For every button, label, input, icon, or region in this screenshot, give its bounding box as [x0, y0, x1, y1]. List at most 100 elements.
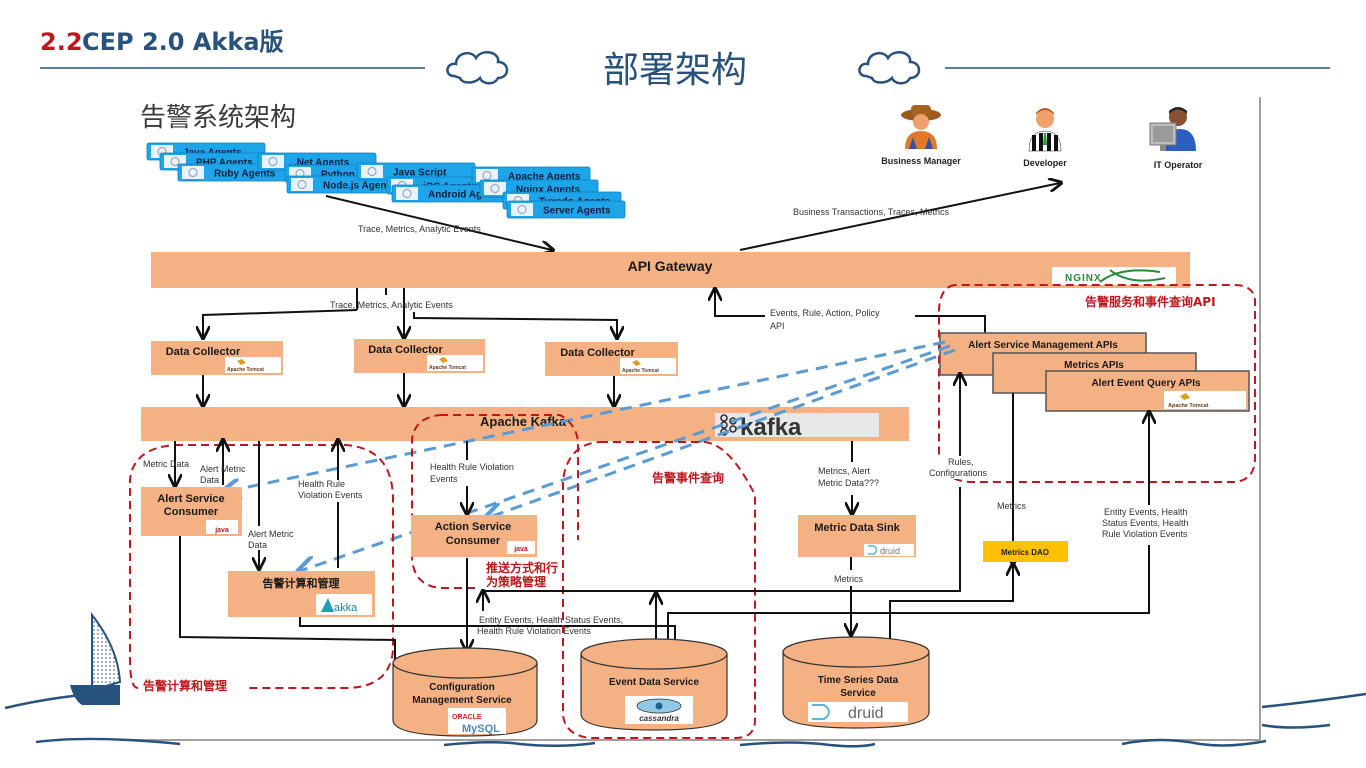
svg-text:Apache Tomcat: Apache Tomcat: [227, 367, 264, 373]
metric-data-sink[interactable]: Metric Data Sink druid: [798, 515, 916, 557]
gear-icon: [182, 166, 204, 179]
gear-icon: [361, 165, 383, 178]
svg-text:Violation Events: Violation Events: [298, 490, 363, 500]
druid-logo: druid: [808, 702, 908, 722]
metrics-dao[interactable]: Metrics DAO: [983, 541, 1068, 562]
edge-label: Trace, Metrics, Analytic Events: [358, 224, 481, 234]
svg-text:Events, Rule, Action, Policy: Events, Rule, Action, Policy: [770, 308, 880, 318]
svg-text:Metrics, Alert: Metrics, Alert: [818, 466, 871, 476]
sailboat-icon: [4, 612, 122, 710]
gear-icon: [484, 182, 506, 195]
agent-label: Apache Agents: [508, 172, 581, 183]
svg-text:Rules,: Rules,: [948, 457, 974, 467]
svg-text:Apache Tomcat: Apache Tomcat: [1168, 403, 1209, 409]
agent-label: Python Agents: [321, 170, 392, 181]
svg-text:Entity Events, Health Status E: Entity Events, Health Status Events,: [479, 615, 623, 625]
svg-text:Event Data Service: Event Data Service: [609, 677, 699, 688]
data-collector-label: Data Collector: [166, 346, 241, 358]
svg-text:Health Rule Violation Events: Health Rule Violation Events: [477, 626, 591, 636]
svg-text:为策略管理: 为策略管理: [486, 574, 546, 589]
action-service-consumer[interactable]: Action Service Consumer java: [411, 515, 537, 557]
svg-text:Metric Data: Metric Data: [143, 459, 189, 469]
time-series-data-service[interactable]: Time Series Data Service druid: [782, 636, 930, 729]
cloud-icon: [446, 50, 509, 85]
svg-text:Entity Events, Health: Entity Events, Health: [1104, 507, 1188, 517]
edge-label: Trace, Metrics, Analytic Events: [330, 300, 453, 310]
cassandra-logo: cassandra: [625, 696, 693, 724]
gear-icon: [396, 187, 418, 200]
gear-icon: [262, 155, 284, 168]
alert-service-consumer[interactable]: Alert Service Consumer java: [141, 487, 242, 536]
svg-text:cassandra: cassandra: [639, 714, 679, 723]
svg-text:Metric Data Sink: Metric Data Sink: [814, 522, 900, 534]
svg-text:Consumer: Consumer: [164, 506, 219, 518]
svg-text:Consumer: Consumer: [446, 535, 501, 547]
tomcat-logo: Apache Tomcat: [427, 355, 483, 371]
svg-text:Alert Event Query APIs: Alert Event Query APIs: [1091, 378, 1201, 389]
right-edges: [483, 375, 1149, 640]
svg-text:Health Rule Violation: Health Rule Violation: [430, 462, 514, 472]
agent-label: .Net Agents: [294, 158, 350, 169]
edge-label: Business Transactions, Traces, Metrics: [793, 207, 950, 217]
event-data-service[interactable]: Event Data Service cassandra: [580, 638, 728, 731]
agent-label: Node.js Agents: [323, 181, 396, 192]
api-gateway[interactable]: API Gateway NGINX: [151, 252, 1190, 288]
gear-icon: [511, 203, 533, 216]
svg-text:Data: Data: [200, 475, 219, 485]
svg-text:Time Series Data: Time Series Data: [818, 675, 899, 686]
svg-text:Apache Tomcat: Apache Tomcat: [429, 365, 466, 371]
edge-agents-to-gateway: Trace, Metrics, Analytic Events: [325, 195, 552, 250]
diagram-frame: [120, 97, 1261, 741]
svg-text:Data: Data: [248, 540, 267, 550]
tomcat-logo: Apache Tomcat: [620, 358, 676, 374]
svg-text:akka: akka: [334, 602, 358, 614]
slide-header: 2.2 CEP 2.0 Akka版 部署架构: [40, 28, 1330, 91]
persona-developer: Developer: [1023, 108, 1067, 168]
svg-text:Metrics APIs: Metrics APIs: [1064, 360, 1124, 371]
alert-event-query-apis[interactable]: Alert Event Query APIs Apache Tomcat: [1045, 370, 1250, 412]
api-dashed-links: [224, 340, 956, 571]
persona-business-manager: Business Manager: [881, 105, 961, 166]
edge-collectors-to-kafka: [203, 373, 614, 405]
configuration-management-service[interactable]: Configuration Management Service ORACLE …: [392, 647, 538, 737]
svg-text:ORACLE: ORACLE: [452, 714, 482, 721]
region-alert-api: 告警服务和事件查询API: [938, 284, 1257, 483]
persona-label: Developer: [1023, 158, 1067, 168]
apache-kafka-bus[interactable]: Apache Kafka kafka: [141, 407, 909, 441]
oracle-mysql-logo: ORACLE MySQL: [448, 708, 506, 735]
persona-label: Business Manager: [881, 156, 961, 166]
edge-gateway-to-collectors: [203, 288, 617, 337]
agent-label: PHP Agents: [196, 158, 253, 169]
svg-text:Metric Data???: Metric Data???: [818, 478, 879, 488]
svg-text:Metrics: Metrics: [834, 574, 863, 584]
edge-gateway-to-users: Business Transactions, Traces, Metrics: [739, 183, 1060, 251]
region-push-policy: 推送方式和行 为策略管理: [411, 414, 579, 589]
alert-compute-management[interactable]: 告警计算和管理 akka: [228, 571, 375, 617]
svg-text:java: java: [513, 546, 528, 553]
akka-logo: akka: [316, 594, 372, 615]
data-collector-label: Data Collector: [560, 347, 635, 359]
data-collector-label: Data Collector: [368, 344, 443, 356]
druid-logo: druid: [864, 544, 914, 556]
svg-text:kafka: kafka: [740, 414, 802, 441]
svg-text:Rule Violation Events: Rule Violation Events: [1102, 529, 1188, 539]
agent-card: Server Agents: [506, 200, 626, 219]
section-number: 2.2: [40, 28, 83, 56]
svg-text:druid: druid: [848, 705, 884, 722]
agent-label: Nginx Agents: [516, 185, 581, 196]
svg-text:Action Service: Action Service: [435, 521, 511, 533]
agent-label: Android Agents: [428, 190, 503, 201]
svg-text:Alert Service: Alert Service: [157, 493, 224, 505]
svg-text:Service: Service: [840, 688, 876, 699]
center-title: 部署架构: [603, 50, 747, 91]
gear-icon: [476, 169, 498, 182]
svg-text:告警服务和事件查询API: 告警服务和事件查询API: [1085, 294, 1216, 309]
svg-text:NGINX: NGINX: [1065, 273, 1102, 284]
tomcat-logo: Apache Tomcat: [225, 357, 281, 373]
svg-text:Metrics: Metrics: [997, 501, 1026, 511]
